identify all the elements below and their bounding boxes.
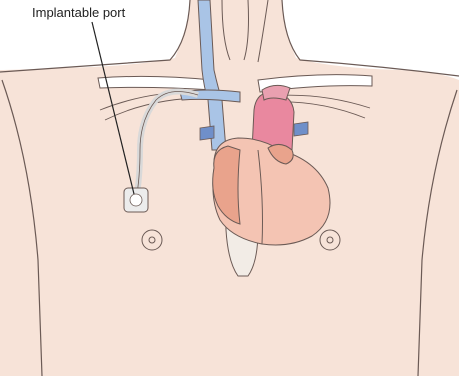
left-pulmonary-vein xyxy=(200,126,214,140)
right-pulmonary-vein xyxy=(294,122,308,136)
left-clavicle xyxy=(98,76,214,90)
pulmonary-artery xyxy=(262,85,290,100)
implantable-port-label: Implantable port xyxy=(32,5,125,20)
port-septum xyxy=(130,194,142,206)
